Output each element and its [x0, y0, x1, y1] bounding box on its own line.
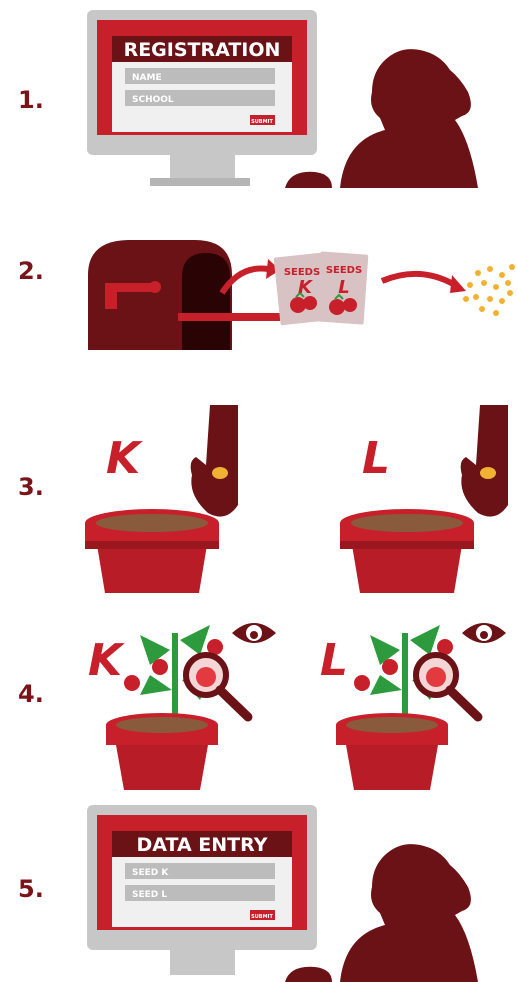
packet-label: SEEDS — [326, 265, 362, 276]
arrow-icon — [382, 274, 455, 285]
pot-letter-l: L — [362, 433, 390, 484]
screen-title: DATA ENTRY — [137, 834, 268, 856]
magnifier-icon — [186, 655, 248, 717]
arrow-head-icon — [450, 275, 466, 293]
name-field[interactable]: NAME — [132, 73, 162, 83]
eye-icon — [462, 623, 506, 643]
pot-letter-k: K — [106, 433, 143, 484]
packet-letter-l: L — [338, 277, 349, 298]
packet-letter-k: K — [298, 277, 314, 298]
step-1: 1. REGISTRATION NAME SCHOOL SUBMIT — [0, 0, 517, 195]
hand-icon — [191, 405, 238, 517]
data-entry-illustration: DATA ENTRY SEED K SEED L SUBMIT — [0, 795, 517, 982]
step-2: 2. SEEDS SEEDS K L — [0, 195, 517, 365]
flower-pot-icon — [106, 713, 218, 790]
person-icon — [340, 49, 478, 188]
registration-illustration: REGISTRATION NAME SCHOOL SUBMIT — [0, 0, 517, 195]
observation-illustration: K L — [0, 595, 517, 795]
mailbox-icon — [88, 240, 280, 350]
plant-letter-l: L — [320, 635, 348, 686]
seed-mail-illustration: SEEDS SEEDS K L — [0, 195, 517, 365]
seeds-icon — [463, 264, 515, 316]
step-5: 5. DATA ENTRY SEED K SEED L SUBMIT — [0, 795, 517, 982]
plant-letter-k: K — [88, 635, 125, 686]
school-field[interactable]: SCHOOL — [132, 95, 174, 105]
monitor-icon — [87, 10, 317, 186]
hand-icon — [461, 405, 508, 517]
mouse-hand-icon — [285, 172, 332, 188]
planting-illustration: K L — [0, 365, 517, 595]
person-icon — [340, 844, 478, 982]
flower-pot-icon — [340, 509, 474, 593]
seed-k-field[interactable]: SEED K — [132, 868, 169, 878]
submit-button[interactable]: SUBMIT — [251, 914, 273, 920]
step-4: 4. K L — [0, 595, 517, 795]
seed-packet-icon — [274, 251, 369, 325]
screen-title: REGISTRATION — [124, 39, 281, 61]
submit-button[interactable]: SUBMIT — [251, 119, 273, 125]
eye-icon — [232, 623, 276, 643]
seed-l-field[interactable]: SEED L — [132, 890, 167, 900]
monitor-icon — [87, 805, 317, 975]
flower-pot-icon — [85, 509, 219, 593]
step-3: 3. K L — [0, 365, 517, 595]
mouse-hand-icon — [285, 967, 332, 982]
magnifier-icon — [416, 655, 478, 717]
flower-pot-icon — [336, 713, 448, 790]
